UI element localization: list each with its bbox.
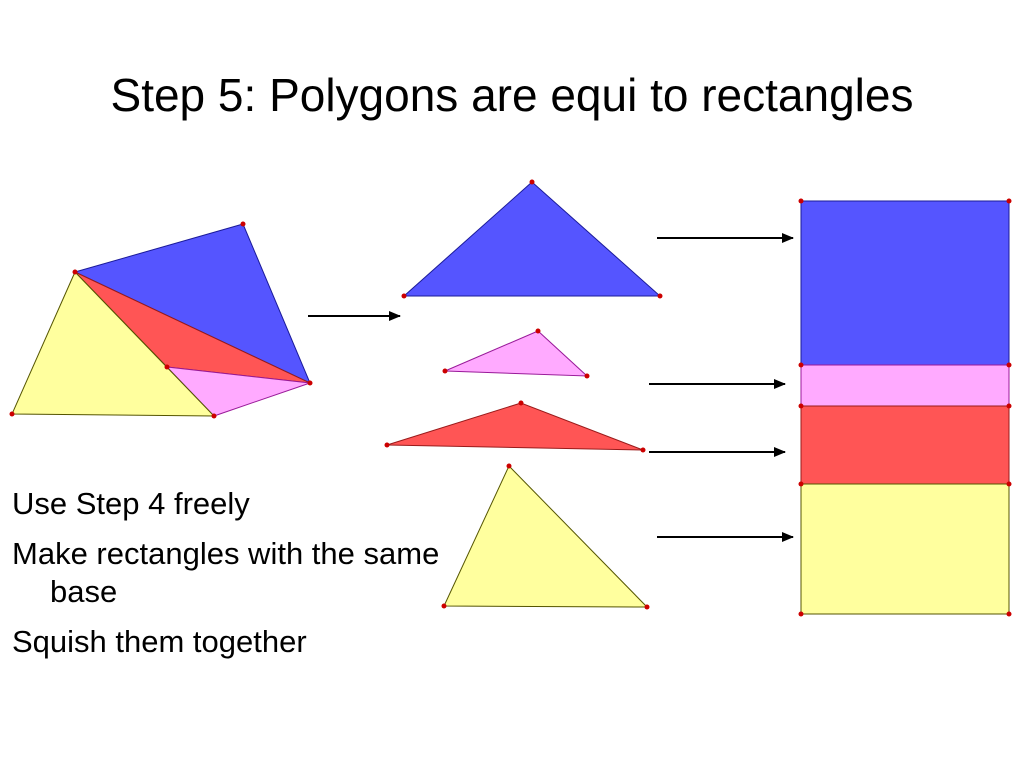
vertex-point: [384, 442, 390, 448]
rectangle-vertices: [798, 198, 1012, 617]
vertex-point: [640, 447, 646, 453]
vertex-point: [798, 403, 804, 409]
slide-title: Step 5: Polygons are equi to rectangles: [110, 69, 914, 121]
separated-vertices: [384, 179, 663, 610]
vertex-point: [211, 413, 217, 419]
bullet-item: Squish them together: [12, 624, 307, 659]
vertex-point: [798, 362, 804, 368]
vertex-point: [798, 611, 804, 617]
arrows-to-rectangles: [649, 233, 794, 542]
vertex-point: [535, 328, 541, 334]
vertex-point: [518, 400, 524, 406]
vertex-point: [1006, 198, 1012, 204]
vertex-point: [1006, 481, 1012, 487]
vertex-point: [9, 411, 15, 417]
separated-triangle-yellow: [443, 465, 649, 608]
vertex-point: [307, 380, 313, 386]
vertex-point: [798, 481, 804, 487]
vertex-point: [401, 293, 407, 299]
vertex-point: [1006, 362, 1012, 368]
bullet-item: Make rectangles with the same base: [12, 536, 440, 609]
separated-triangle-blue: [402, 181, 662, 297]
vertex-point: [644, 604, 650, 610]
source-polygon: [9, 221, 313, 419]
vertex-point: [657, 293, 663, 299]
vertex-point: [798, 198, 804, 204]
vertex-point: [1006, 611, 1012, 617]
rectangle-pink: [800, 364, 1010, 407]
rectangle-blue: [800, 200, 1010, 366]
rectangle-red: [800, 405, 1010, 485]
vertex-point: [529, 179, 535, 185]
bullet-list: Use Step 4 freely Make rectangles with t…: [12, 485, 462, 673]
rectangle-yellow: [800, 483, 1010, 615]
vertex-point: [1006, 403, 1012, 409]
vertex-point: [442, 368, 448, 374]
vertex-point: [72, 269, 78, 275]
separated-triangle-pink: [444, 330, 589, 377]
vertex-point: [506, 463, 512, 469]
bullet-item: Use Step 4 freely: [12, 486, 250, 521]
source-triangle-yellow: [11, 271, 216, 417]
source-vertices: [9, 221, 313, 419]
separated-triangles: [384, 179, 663, 610]
vertex-point: [240, 221, 246, 227]
stacked-rectangles: [798, 198, 1012, 617]
vertex-point: [164, 364, 170, 370]
vertex-point: [584, 373, 590, 379]
separated-triangle-red: [386, 402, 644, 451]
vertex-point: [441, 603, 447, 609]
